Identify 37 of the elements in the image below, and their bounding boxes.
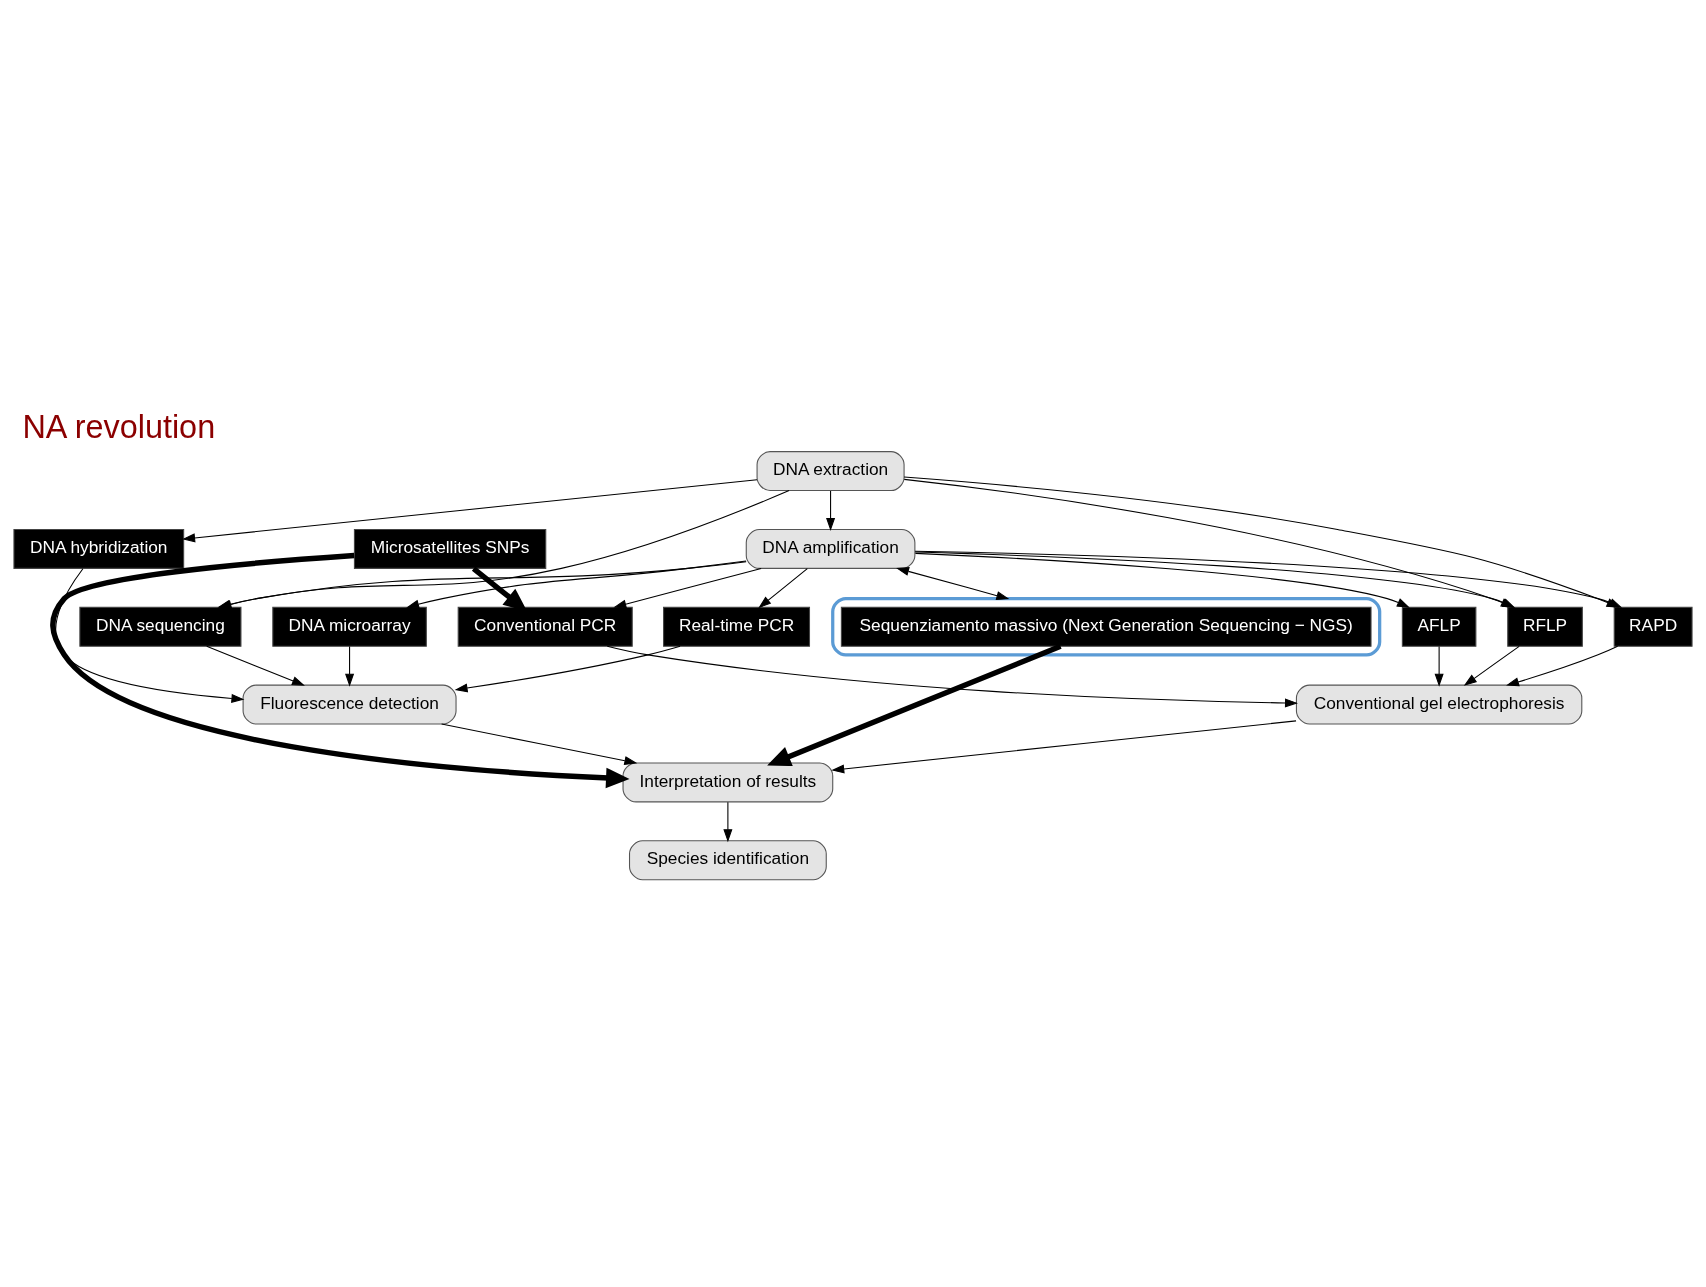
arrow (1463, 645, 1520, 686)
node-box: AFLP (1401, 606, 1477, 647)
arrow (406, 560, 747, 609)
node-box: DNA extraction (756, 451, 905, 492)
arrow (826, 490, 836, 531)
arrow (441, 723, 638, 766)
node-box: Sequenziamento massivo (Next Generation Sequencing − NGS) (840, 606, 1372, 647)
node-box: DNA sequencing (79, 606, 242, 647)
arrow (896, 567, 1010, 601)
arrow (723, 801, 733, 843)
arrow (206, 645, 305, 686)
arrow (758, 568, 808, 609)
node-box: Fluorescence detection (242, 684, 457, 725)
arrow (182, 479, 758, 543)
node-box: Conventional gel electrophoresis (1295, 684, 1583, 725)
node-box: DNA amplification (745, 528, 916, 569)
arrow (606, 645, 1298, 708)
node-box: RAPD (1613, 606, 1693, 647)
node-box: Real-time PCR (663, 606, 811, 647)
arrow (767, 643, 1062, 767)
arrow (1434, 646, 1444, 687)
node-box: Species identification (629, 840, 827, 881)
node-box: Interpretation of results (622, 762, 834, 803)
node-box: RFLP (1507, 606, 1583, 647)
arrow (50, 552, 630, 789)
node-box: Microsatellites SNPs (353, 528, 547, 569)
arrow (831, 720, 1297, 774)
cluster (831, 597, 1382, 657)
arrow (914, 552, 1410, 608)
diagram-title: NA revolution (22, 408, 216, 445)
arrow (454, 645, 681, 693)
arrow (613, 567, 762, 609)
arrow (345, 646, 355, 687)
arrow (1506, 645, 1619, 687)
node-box: Conventional PCR (457, 606, 633, 647)
node-box: DNA hybridization (13, 528, 185, 569)
node-box: DNA microarray (272, 606, 427, 647)
